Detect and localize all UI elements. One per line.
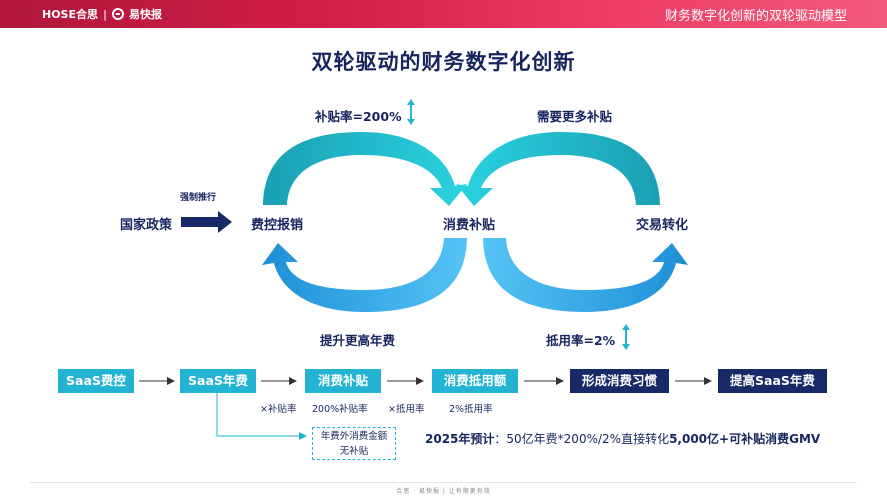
flow-box-subsidy: 消费补贴 <box>305 369 381 393</box>
branch-connector <box>216 393 307 440</box>
forecast-text: 2025年预计：50亿年费*200%/2%直接转化5,000亿+可补贴消费GMV <box>425 430 820 447</box>
subsidy-rate-label: 补贴率=200% <box>315 109 402 124</box>
node-expense-control: 费控报销 <box>251 218 304 233</box>
logo-product: 易快报 <box>129 8 163 21</box>
flow-box-saas-control: SaaS费控 <box>58 369 134 393</box>
double-arrow-bottom-icon <box>622 324 630 350</box>
right-bottom-cycle-arrow <box>483 238 688 312</box>
note-2-usage-rate: 2%抵用率 <box>449 404 493 415</box>
left-bottom-cycle-arrow <box>262 238 467 312</box>
slide-topic: 财务数字化创新的双轮驱动模型 <box>664 9 847 24</box>
flow-box-saas-fee: SaaS年费 <box>180 369 256 393</box>
policy-arrow <box>181 211 232 233</box>
node-consumption-subsidy: 消费补贴 <box>443 218 496 233</box>
usage-rate-label: 抵用率=2% <box>546 333 616 348</box>
flow-box-offset: 消费抵用额 <box>432 369 518 393</box>
top-banner: HOSE合思 | 易快报 财务数字化创新的双轮驱动模型 <box>0 0 887 28</box>
note-times-usage-rate: ×抵用率 <box>388 404 425 415</box>
footer-slogan: 合思 · 易快报 | 让有限更有效 <box>396 488 491 495</box>
dashed-note-box: 年费外消费金额 无补贴 <box>312 427 396 460</box>
dashed-note-line1: 年费外消费金额 <box>320 431 388 442</box>
right-top-cycle-arrow <box>456 132 660 206</box>
footer-divider <box>30 482 857 483</box>
forecast-highlight: 5,000亿+可补贴消费GMV <box>669 432 821 446</box>
flow-box-raise-fee: 提高SaaS年费 <box>718 369 827 393</box>
policy-arrow-label: 强制推行 <box>180 193 217 203</box>
left-top-cycle-arrow <box>263 132 467 206</box>
node-transaction-conversion: 交易转化 <box>636 218 689 233</box>
note-times-subsidy-rate: ×补贴率 <box>260 404 297 415</box>
dashed-note-line2: 无补贴 <box>339 446 369 457</box>
note-200-subsidy-rate: 200%补贴率 <box>312 404 368 415</box>
logo-divider: | <box>103 7 108 21</box>
forecast-prefix: 2025年预计 <box>425 432 495 446</box>
double-arrow-top-icon <box>407 99 415 125</box>
policy-node: 国家政策 <box>120 218 173 233</box>
need-more-subsidy-label: 需要更多补贴 <box>537 109 613 124</box>
page-title: 双轮驱动的财务数字化创新 <box>311 50 576 74</box>
brand-logo: HOSE合思 | 易快报 <box>42 6 162 22</box>
higher-fee-label: 提升更高年费 <box>320 333 396 348</box>
product-logo-icon <box>112 8 125 20</box>
flow-box-habit: 形成消费习惯 <box>570 369 669 393</box>
forecast-body: ：50亿年费*200%/2%直接转化 <box>494 432 670 446</box>
logo-text: HOSE合思 <box>42 8 98 21</box>
